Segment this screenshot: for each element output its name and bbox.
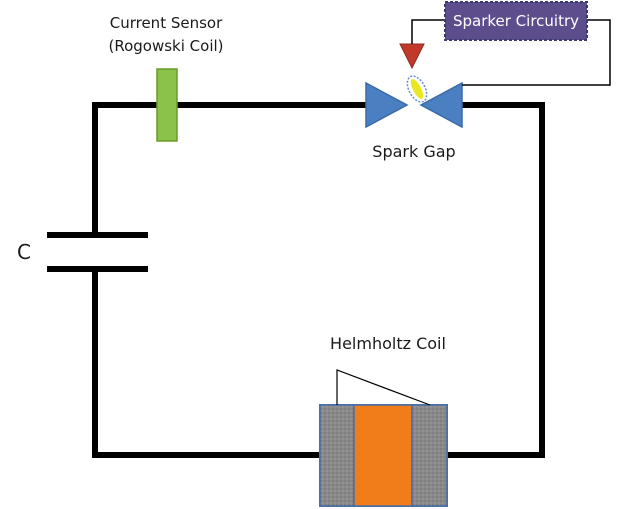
wire-left-upper [92, 102, 163, 236]
wire-left-lower [92, 267, 321, 458]
capacitor [47, 232, 148, 272]
sparker-wire [411, 19, 445, 44]
current-sensor-label-line2: (Rogowski Coil) [108, 37, 223, 55]
wire-right [444, 102, 545, 458]
trigger-marker-icon [399, 43, 425, 70]
coil-core-left [319, 404, 355, 507]
spark-icon [406, 75, 428, 103]
coil-core-right [411, 404, 448, 507]
coil-winding [353, 404, 413, 507]
spark-gap [365, 81, 463, 129]
current-sensor-label-line1: Current Sensor [110, 14, 223, 32]
helmholtz-coil [319, 404, 448, 507]
helmholtz-pointer-lines [336, 369, 431, 406]
sparker-return-wire [462, 19, 611, 86]
helmholtz-coil-label: Helmholtz Coil [330, 334, 446, 353]
spark-gap-electrode-left [365, 81, 409, 129]
spark-core [410, 79, 424, 99]
spark-gap-electrode-right [419, 81, 463, 129]
circuit-wires [92, 102, 545, 458]
spark-gap-label: Spark Gap [372, 142, 455, 161]
sparker-circuitry-box [444, 1, 588, 41]
sparker-circuitry-label: Sparker Circuitry [453, 12, 579, 30]
capacitor-label: C [17, 240, 31, 264]
rogowski-coil [156, 68, 178, 142]
